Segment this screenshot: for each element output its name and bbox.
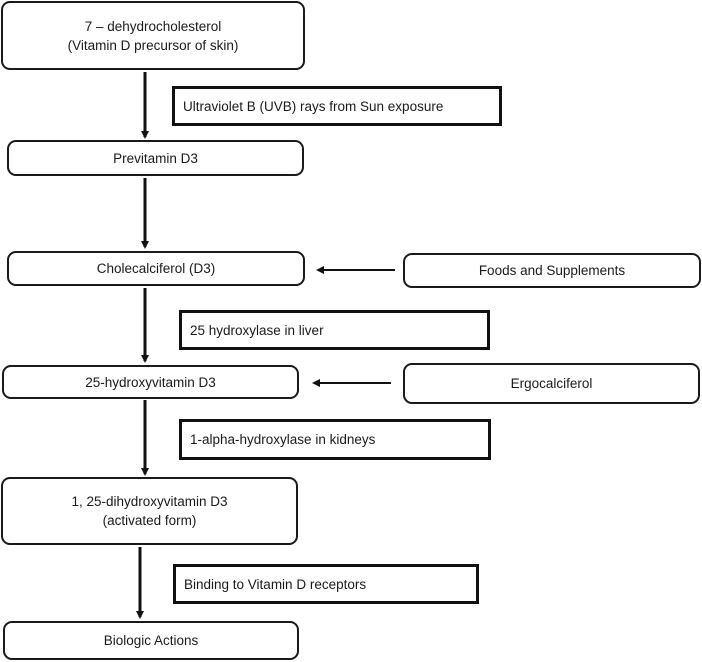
node-hydroxyvitamin-label: 25-hydroxyvitamin D3 xyxy=(85,374,216,390)
node-previtamin-label: Previtamin D3 xyxy=(113,150,198,166)
step-liver-label: 25 hydroxylase in liver xyxy=(190,322,324,338)
step-kidneys-label: 1-alpha-hydroxylase in kidneys xyxy=(190,432,376,447)
node-foods: Foods and Supplements xyxy=(403,253,701,288)
step-receptors: Binding to Vitamin D receptors xyxy=(173,564,479,604)
node-dehydrocholesterol: 7 – dehydrocholesterol (Vitamin D precur… xyxy=(1,1,305,70)
step-uvb: Ultraviolet B (UVB) rays from Sun exposu… xyxy=(172,86,502,126)
node-biologic-label: Biologic Actions xyxy=(103,633,199,648)
node-dihydroxyvitamin-line2: (activated form) xyxy=(102,513,197,528)
step-liver: 25 hydroxylase in liver xyxy=(179,310,490,350)
node-ergocalciferol-label: Ergocalciferol xyxy=(510,376,593,391)
node-dehydrocholesterol-line1: 7 – dehydrocholesterol xyxy=(84,18,222,34)
step-receptors-label: Binding to Vitamin D receptors xyxy=(184,576,367,592)
node-previtamin: Previtamin D3 xyxy=(7,140,304,176)
node-cholecalciferol-label: Cholecalciferol (D3) xyxy=(96,261,216,276)
step-uvb-label: Ultraviolet B (UVB) rays from Sun exposu… xyxy=(183,98,444,114)
node-hydroxyvitamin: 25-hydroxyvitamin D3 xyxy=(2,365,299,399)
node-ergocalciferol: Ergocalciferol xyxy=(403,363,700,404)
node-dihydroxyvitamin-line1: 1, 25-dihydroxyvitamin D3 xyxy=(71,494,228,509)
node-foods-label: Foods and Supplements xyxy=(478,263,626,278)
node-biologic: Biologic Actions xyxy=(3,621,299,660)
node-dihydroxyvitamin: 1, 25-dihydroxyvitamin D3 (activated for… xyxy=(1,477,298,545)
node-cholecalciferol: Cholecalciferol (D3) xyxy=(7,251,305,286)
node-dehydrocholesterol-line2: (Vitamin D precursor of skin) xyxy=(67,37,239,53)
step-kidneys: 1-alpha-hydroxylase in kidneys xyxy=(179,419,491,460)
